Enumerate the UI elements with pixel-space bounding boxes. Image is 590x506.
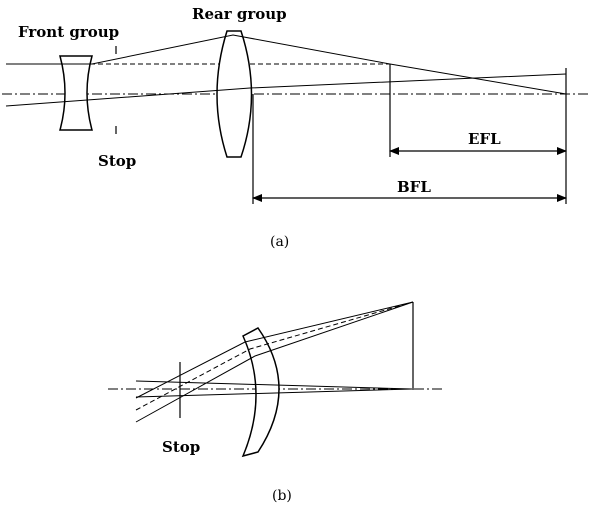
off-axis-ray-upper [135, 301, 414, 399]
bfl-label: BFL [397, 178, 431, 196]
front-group-label: Front group [18, 23, 119, 41]
axial-ray-top [135, 380, 413, 390]
rear-group-lens [216, 30, 253, 158]
front-group-lens [59, 55, 93, 131]
caption-a: (a) [270, 234, 289, 250]
rear-group-label: Rear group [192, 5, 287, 23]
stop-label-b: Stop [162, 438, 200, 456]
chief-ray-a [5, 73, 567, 107]
diagram-b: Stop (b) [108, 301, 442, 504]
caption-b: (b) [272, 488, 292, 504]
diagram-a: Front group Rear group Stop EFL BFL (a) [2, 5, 590, 250]
stop-label-a: Stop [98, 152, 136, 170]
efl-label: EFL [468, 130, 501, 148]
axial-ray-bottom [135, 388, 413, 398]
meniscus-lens [241, 327, 280, 458]
off-axis-ray-lower [135, 301, 414, 423]
marginal-ray-a [6, 34, 567, 95]
off-axis-ray-chief [135, 301, 414, 411]
